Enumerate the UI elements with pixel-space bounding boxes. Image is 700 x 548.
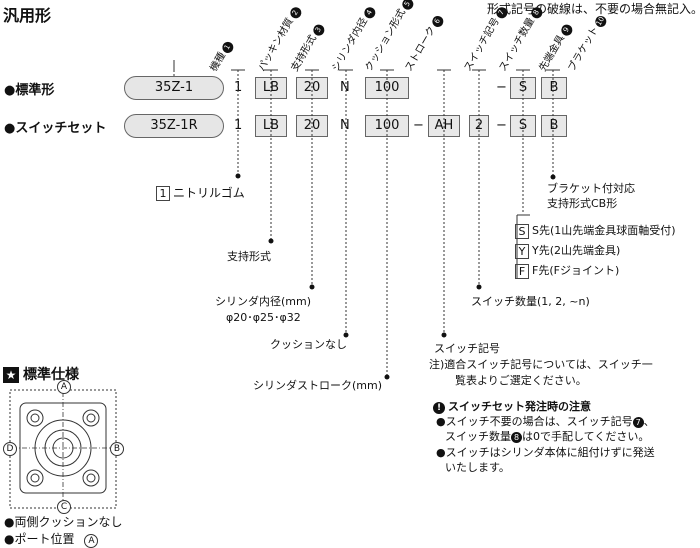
row-label-standard: ●標準形 bbox=[4, 83, 55, 98]
port-position-badge: A bbox=[84, 534, 99, 548]
tip-option-text: S先(1山先端金具球面軸受付) bbox=[532, 224, 676, 237]
model-code-standard: 35Z-1 bbox=[124, 76, 224, 100]
tip-option-code: S bbox=[515, 223, 529, 239]
cushion-label: クッションなし bbox=[270, 338, 347, 351]
tip-option-code: Y bbox=[515, 243, 529, 259]
bracket-code: B bbox=[541, 115, 567, 137]
tip-option-code: F bbox=[515, 263, 529, 279]
std-title: ★標準仕様 bbox=[3, 364, 79, 384]
row-label-switch-set: ●スイッチセット bbox=[4, 121, 107, 136]
switch-note-1: 注)適合スイッチ記号については、スイッチ一 bbox=[429, 358, 653, 371]
bore-values: φ20･φ25･φ32 bbox=[226, 311, 301, 324]
dash: − bbox=[496, 118, 507, 133]
switch-note-2: 覧表よりご選定ください。 bbox=[455, 374, 587, 387]
tip-option-text: Y先(2山先端金具) bbox=[532, 244, 621, 257]
order-title: !スイッチセット発注時の注意 bbox=[433, 398, 591, 414]
tip-option-text: F先(Fジョイント) bbox=[532, 264, 620, 277]
port-label-d: D bbox=[3, 442, 17, 456]
support-label: 支持形式 bbox=[227, 250, 271, 263]
cushion-code: N bbox=[340, 80, 350, 95]
port-label-b: B bbox=[110, 442, 124, 456]
std-note-cushion: ●両側クッションなし bbox=[4, 515, 123, 529]
page-title: 汎用形 bbox=[3, 6, 52, 25]
cushion-code: N bbox=[340, 118, 350, 133]
dash: − bbox=[413, 118, 424, 133]
bracket-note-2: 支持形式CB形 bbox=[547, 197, 618, 210]
dash: − bbox=[496, 80, 507, 95]
order-note-3a: ●スイッチはシリンダ本体に組付けずに発送 bbox=[436, 446, 655, 459]
star-icon: ★ bbox=[3, 367, 19, 383]
bore-label: シリンダ内径(mm) bbox=[215, 295, 312, 308]
packing-option-code: 1 bbox=[156, 186, 170, 201]
port-label-c: C bbox=[57, 500, 71, 514]
warning-icon: ! bbox=[433, 402, 445, 414]
number-badge: 8 bbox=[511, 432, 522, 443]
order-note-3b: いたします。 bbox=[445, 461, 510, 474]
bracket-note-1: ブラケット付対応 bbox=[547, 182, 635, 195]
port-label-a: A bbox=[57, 380, 71, 394]
packing-option-text: ニトリルゴム bbox=[173, 186, 245, 200]
switch-label: スイッチ記号 bbox=[434, 342, 500, 355]
number-badge: 7 bbox=[632, 417, 644, 428]
model-code-switch-set: 35Z-1R bbox=[124, 114, 224, 138]
packing-code: 1 bbox=[234, 118, 243, 133]
stroke-label: シリンダストローク(mm) bbox=[253, 379, 383, 392]
qty-label: スイッチ数量(1, 2, ~n) bbox=[471, 295, 590, 308]
bracket-code: B bbox=[541, 77, 567, 99]
